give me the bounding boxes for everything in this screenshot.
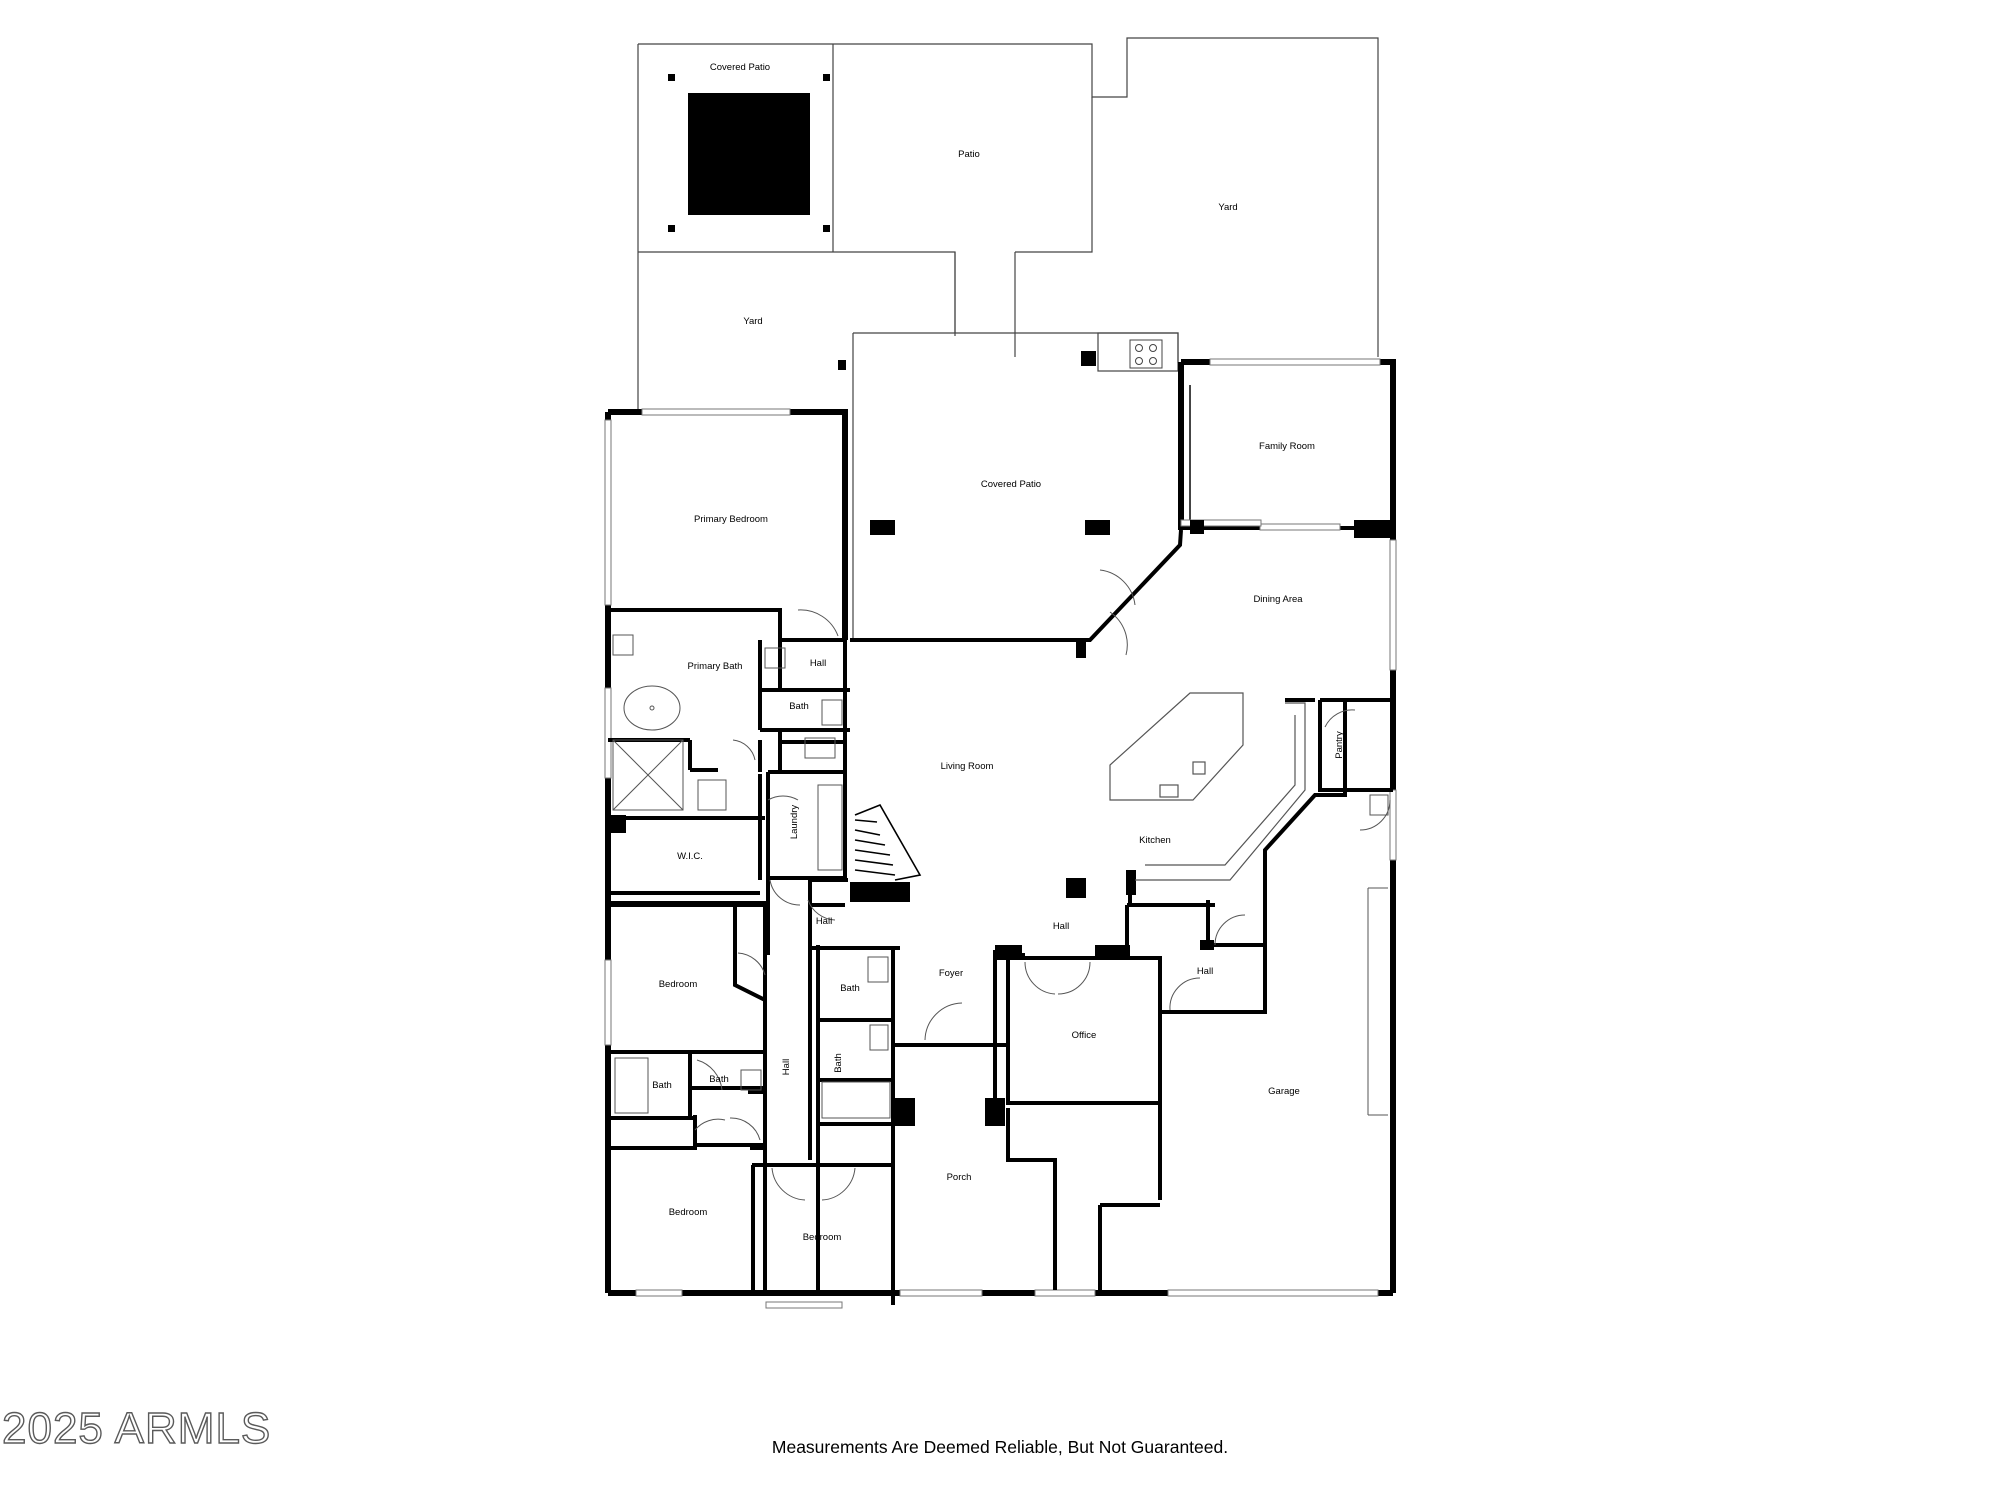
label-bath-vertical: Bath [833, 1053, 844, 1073]
label-porch: Porch [947, 1172, 972, 1183]
label-covered-patio-top: Covered Patio [710, 62, 770, 73]
label-wic: W.I.C. [677, 851, 703, 862]
watermark: 2025 ARMLS [1, 1403, 272, 1453]
label-bath-a: Bath [652, 1080, 672, 1091]
label-bath-b: Bath [709, 1074, 729, 1085]
label-yard-right: Yard [1218, 202, 1237, 213]
outdoor-outlines [637, 37, 1379, 640]
label-bedroom-3: Bedroom [803, 1232, 842, 1243]
pergola [668, 74, 846, 370]
label-hall-vertical: Hall [781, 1059, 792, 1075]
label-yard-left: Yard [743, 316, 762, 327]
disclaimer-footer: Measurements Are Deemed Reliable, But No… [771, 1437, 1229, 1457]
label-bedroom-1: Bedroom [659, 979, 698, 990]
label-hall-right: Hall [1197, 966, 1213, 977]
kitchen-fixtures [1109, 692, 1306, 881]
label-hall-center: Hall [1053, 921, 1069, 932]
wall-posts [608, 351, 1392, 1126]
stairs [854, 803, 922, 881]
exterior-walls [605, 359, 1396, 1296]
doors [694, 569, 1391, 1201]
label-primary-bedroom: Primary Bedroom [694, 514, 768, 525]
label-office: Office [1072, 1030, 1097, 1041]
label-bath-mid: Bath [840, 983, 860, 994]
windows [604, 358, 1397, 1309]
label-covered-patio-main: Covered Patio [981, 479, 1041, 490]
label-garage: Garage [1268, 1086, 1300, 1097]
label-foyer: Foyer [939, 968, 963, 979]
label-laundry: Laundry [789, 805, 800, 840]
bath-fixtures [612, 634, 1389, 1119]
label-pantry: Pantry [1334, 731, 1345, 759]
label-kitchen: Kitchen [1139, 835, 1171, 846]
label-bath-upper: Bath [789, 701, 809, 712]
label-patio: Patio [958, 149, 980, 160]
label-family-room: Family Room [1259, 441, 1315, 452]
grill-icon [1129, 339, 1163, 369]
label-bedroom-2: Bedroom [669, 1207, 708, 1218]
label-hall-left: Hall [816, 916, 832, 927]
label-primary-bath: Primary Bath [688, 661, 743, 672]
room-labels: Covered Patio Patio Yard Yard Primary Be… [652, 62, 1345, 1243]
label-dining-area: Dining Area [1253, 594, 1303, 605]
interior-walls [608, 529, 1393, 1305]
label-living-room: Living Room [941, 761, 994, 772]
label-hall-upper: Hall [810, 658, 826, 669]
